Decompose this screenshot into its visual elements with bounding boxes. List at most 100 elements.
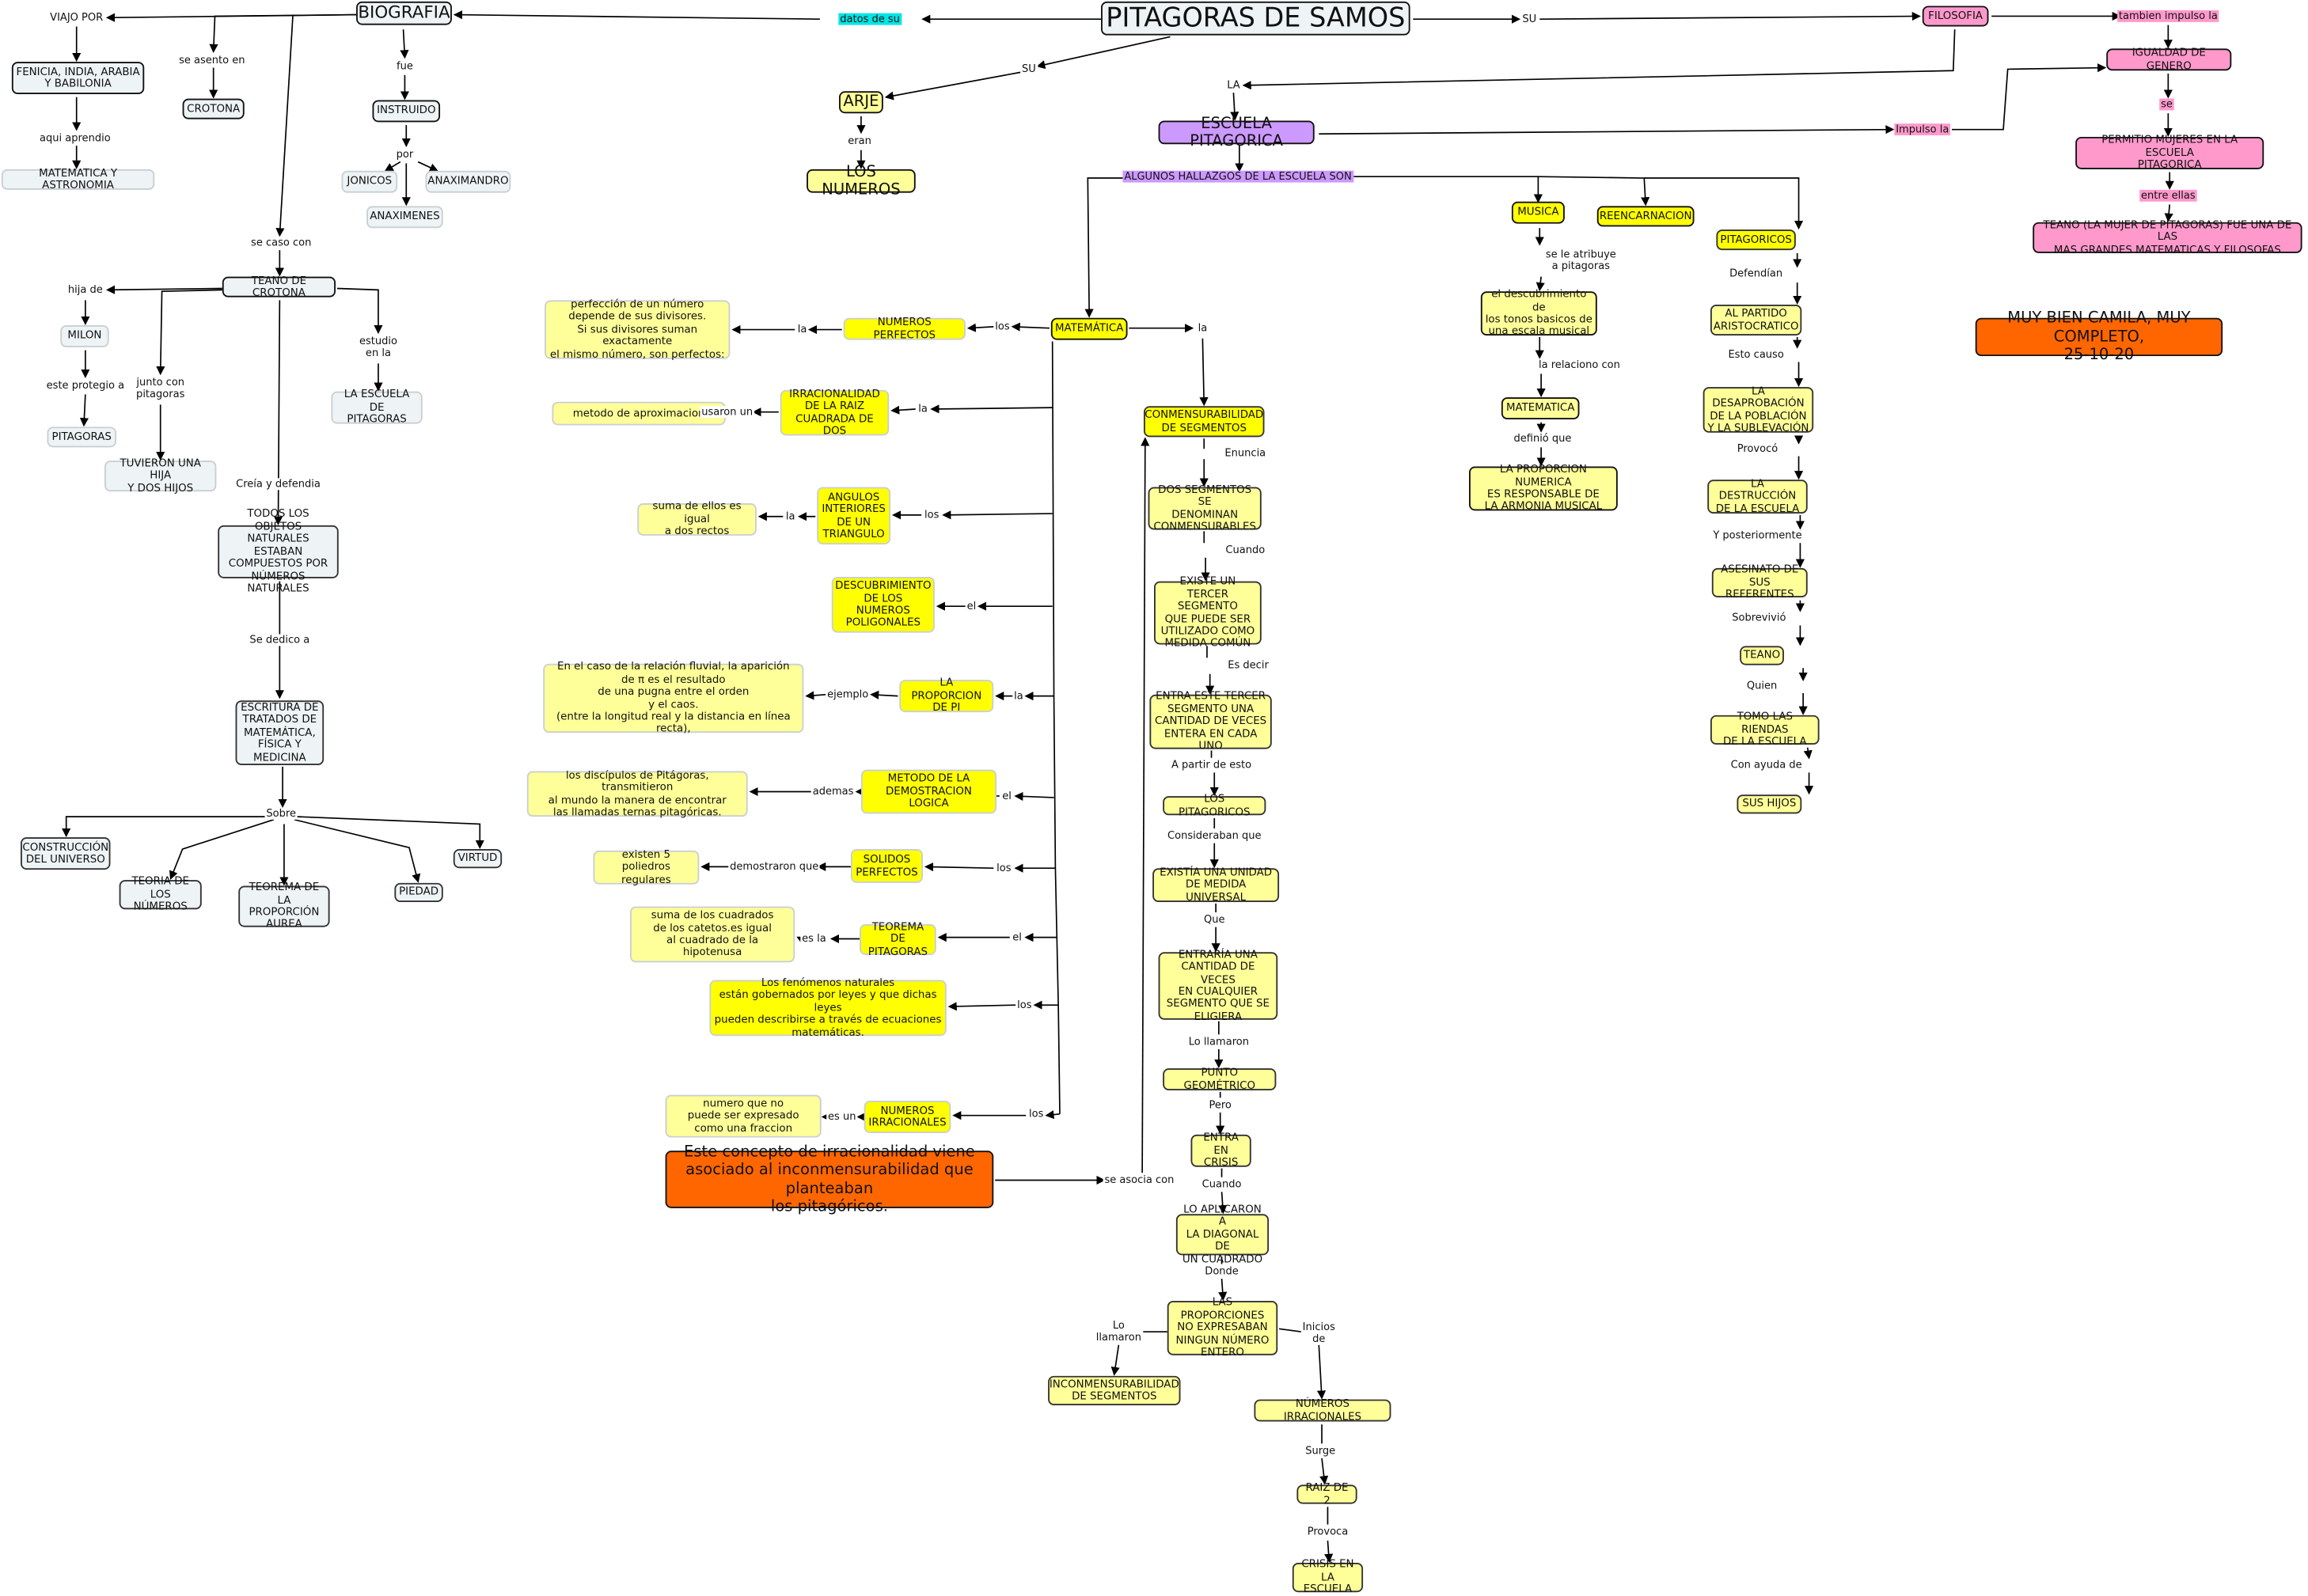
link-label-se-asento: se asento en	[177, 54, 247, 66]
concept-reencarnacion[interactable]: REENCARNACION	[1596, 206, 1695, 227]
concept-crisis-escuela[interactable]: CRISIS EN LA ESCUELA	[1292, 1558, 1364, 1595]
concept-demostracion[interactable]: METODO DE LA DEMOSTRACION LOGICA	[860, 769, 997, 814]
connector-arrow	[1036, 36, 1171, 70]
connector-arrow	[890, 405, 916, 415]
concept-pi-ej[interactable]: En el caso de la relación fluvial, la ap…	[543, 660, 804, 734]
concept-pitagoricos[interactable]: PITAGORICOS	[1716, 229, 1796, 251]
concept-crotona[interactable]: CROTONA	[182, 98, 245, 119]
concept-piedad[interactable]: PIEDAD	[394, 882, 443, 902]
concept-anaximenes[interactable]: ANAXIMENES	[366, 206, 443, 229]
concept-anaximandro[interactable]: ANAXIMANDRO	[425, 170, 511, 193]
link-label-hija: hija de	[66, 283, 104, 296]
concept-pitagoras-small[interactable]: PITAGORAS	[47, 426, 116, 448]
concept-hipotenusa[interactable]: suma de los cuadrados de los catetos.es …	[629, 906, 795, 963]
concept-teoria[interactable]: TEORIA DE LOS NÚMEROS	[119, 875, 202, 912]
concept-asesinato[interactable]: ASESINATO DE SUS REFERENTES	[1711, 563, 1808, 601]
concept-matematica2[interactable]: MATEMATICA	[1501, 397, 1580, 420]
connector-arrow	[297, 816, 484, 850]
link-label-es-decir: Es decir	[1226, 659, 1270, 672]
connector-arrow	[1346, 176, 1543, 203]
concept-entraria[interactable]: ENTRARÍA UNA CANTIDAD DE VECES EN CUALQU…	[1158, 947, 1278, 1022]
concept-descub-tonos[interactable]: el descubrimiento de los tonos basicos d…	[1480, 287, 1597, 337]
connector-arrow	[1644, 177, 1804, 230]
concept-poliedros[interactable]: existen 5 poliedros regulares	[593, 847, 700, 885]
concept-punto[interactable]: PUNTO GEOMÉTRICO	[1163, 1066, 1277, 1090]
concept-existe[interactable]: EXISTE UN TERCER SEGMENTO QUE PUEDE SER …	[1154, 574, 1262, 650]
concept-aristocratico[interactable]: AL PARTIDO ARISTOCRATICO	[1710, 304, 1802, 336]
concept-conmen[interactable]: CONMENSURABILIDAD DE SEGMENTOS	[1143, 406, 1265, 438]
concept-angulos[interactable]: ANGULOS INTERIORES DE UN TRIANGULO	[817, 487, 891, 545]
concept-metodo-aprox[interactable]: metodo de aproximacion	[552, 401, 726, 426]
link-label-su1: SU	[1020, 63, 1038, 75]
connector-arrow	[336, 287, 383, 335]
concept-escuela-pit[interactable]: LA ESCUELA DE PITAGORAS	[331, 388, 423, 425]
concept-prop-num[interactable]: LA PROPORCION NUMERICA ES RESPONSABLE DE…	[1468, 462, 1618, 513]
concept-milon[interactable]: MILON	[60, 324, 109, 347]
concept-biografia[interactable]: BIOGRAFIA	[356, 1, 452, 25]
connector-arrow	[384, 161, 401, 172]
concept-teano2[interactable]: TEANO	[1740, 646, 1784, 665]
concept-raiz[interactable]: RAIZ DE 2	[1296, 1480, 1357, 1506]
concept-concepto[interactable]: Este concepto de irracionalidad viene as…	[665, 1143, 994, 1215]
concept-num-irr[interactable]: NUMEROS IRRACIONALES	[864, 1101, 951, 1133]
concept-los-numeros[interactable]: LOS NUMEROS	[807, 163, 916, 199]
concept-ternas[interactable]: los discípulos de Pitágoras, transmitier…	[526, 768, 748, 817]
concept-los-pit[interactable]: LOS PITAGORICOS	[1163, 792, 1266, 817]
concept-destruccion[interactable]: LA DESTRUCCIÓN DE LA ESCUELA	[1707, 477, 1808, 514]
concept-fenomenos[interactable]: Los fenómenos naturales están gobernados…	[709, 976, 947, 1038]
concept-teorema-pit[interactable]: TEOREMA DE PITAGORAS	[860, 919, 936, 957]
concept-solidos[interactable]: SOLIDOS PERFECTOS	[850, 849, 924, 883]
concept-desaprob[interactable]: LA DESAPROBACIÓN DE LA POBLACIÓN Y LA SU…	[1703, 384, 1814, 434]
connector-arrow	[417, 161, 439, 172]
concept-filosofia[interactable]: FILOSOFIA	[1922, 6, 1989, 27]
link-label-datos-de-su: datos de su	[838, 13, 902, 25]
concept-unidad[interactable]: EXISTÍA UNA UNIDAD DE MEDIDA UNIVERSAL	[1152, 866, 1280, 903]
concept-hijos[interactable]: SUS HIJOS	[1737, 794, 1802, 814]
concept-num-irr2[interactable]: NÚMEROS IRRACIONALES	[1254, 1397, 1391, 1422]
concept-igualdad[interactable]: IGUALDAD DE GENERO	[2106, 46, 2232, 71]
concept-mat-astro[interactable]: MATEMATICA Y ASTRONOMIA	[1, 166, 155, 191]
concept-muy-bien[interactable]: MUY BIEN CAMILA, MUY COMPLETO, 25-10-20	[1975, 309, 2223, 364]
concept-arje[interactable]: ARJE	[839, 91, 883, 114]
concept-jonicos[interactable]: JONICOS	[341, 170, 398, 193]
concept-inconmen[interactable]: INCONMENSURABILIDAD DE SEGMENTOS	[1048, 1375, 1181, 1406]
concept-poligonales[interactable]: DESCUBRIMIENTO DE LOS NUMEROS POLIGONALE…	[831, 577, 935, 633]
concept-tuvieron[interactable]: TUVIERON UNA HIJA Y DOS HIJOS	[104, 457, 217, 494]
concept-teano-crotona[interactable]: TEANO DE CROTONA	[222, 273, 336, 298]
concept-pitagoras[interactable]: PITAGORAS DE SAMOS	[1101, 1, 1410, 36]
connector-arrow	[1218, 1192, 1228, 1215]
connector-arrow	[1199, 338, 1209, 407]
concept-proporciones[interactable]: LAS PROPORCIONES NO EXPRESABAN NINGUN NÚ…	[1167, 1296, 1278, 1358]
concept-teorema-aurea[interactable]: TEOREMA DE LA PROPORCIÓN AUREA	[238, 881, 330, 931]
concept-pi[interactable]: LA PROPORCION DE PI	[899, 677, 994, 714]
concept-virtud[interactable]: VIRTUD	[453, 849, 503, 869]
concept-instruido[interactable]: INSTRUIDO	[372, 100, 441, 123]
concept-aplicaron[interactable]: LO APLICARON A LA DIAGONAL DE UN CUADRAD…	[1175, 1202, 1270, 1264]
link-label-cuando2: Cuando	[1200, 1178, 1243, 1191]
concept-fenicia[interactable]: FENICIA, INDIA, ARABIA Y BABILONIA	[11, 62, 145, 95]
concept-perf-def[interactable]: perfección de un número depende de sus d…	[545, 298, 731, 360]
concept-riendas[interactable]: TOMO LAS RIENDAS DE LA ESCUELA	[1710, 710, 1820, 748]
concept-no-fraccion[interactable]: numero que no puede ser expresado como u…	[665, 1094, 822, 1138]
connector-arrow	[1319, 125, 1895, 135]
concept-musica[interactable]: MUSICA	[1511, 201, 1565, 224]
concept-num-perf[interactable]: NUMEROS PERFECTOS	[843, 315, 966, 340]
concept-matematica[interactable]: MATEMÁTICA	[1050, 317, 1128, 340]
concept-escuela[interactable]: ESCUELA PITAGORICA	[1158, 114, 1315, 150]
concept-crisis[interactable]: ENTRA EN CRISIS	[1190, 1131, 1251, 1169]
connector-arrow	[1803, 747, 1813, 760]
link-label-lo-llamaron: Lo llamaron	[1186, 1036, 1251, 1048]
link-label-la-ang: la	[784, 510, 797, 523]
concept-todos[interactable]: TODOS LOS OBJETOS NATURALES ESTABAN COMP…	[218, 507, 339, 594]
concept-construccion[interactable]: CONSTRUCCIÓN DEL UNIVERSO	[21, 837, 111, 870]
concept-suma-rectos[interactable]: suma de ellos es igual a dos rectos	[637, 499, 757, 537]
concept-entra-tercer[interactable]: ENTRA ESTE TERCER SEGMENTO UNA CANTIDAD …	[1149, 689, 1272, 752]
concept-teano-mujer[interactable]: TEANO (LA MUJER DE PITAGORAS) FUE UNA DE…	[2033, 218, 2302, 256]
link-label-cuando1: Cuando	[1224, 544, 1267, 557]
link-label-provoca: Provoca	[1305, 1526, 1350, 1538]
connector-arrow	[1230, 93, 1239, 121]
concept-escritura[interactable]: ESCRITURA DE TRATADOS DE MATEMÁTICA, FÍS…	[235, 700, 325, 766]
concept-irrac[interactable]: IRRACIONALIDAD DE LA RAIZ CUADRADA DE DO…	[780, 387, 890, 437]
concept-permitio[interactable]: PERMITIO MUJERES EN LA ESCUELA PITAGORIC…	[2075, 133, 2264, 171]
concept-dos-seg[interactable]: DOS SEGMENTOS SE DENOMINAN CONMENSURABLE…	[1148, 483, 1262, 533]
